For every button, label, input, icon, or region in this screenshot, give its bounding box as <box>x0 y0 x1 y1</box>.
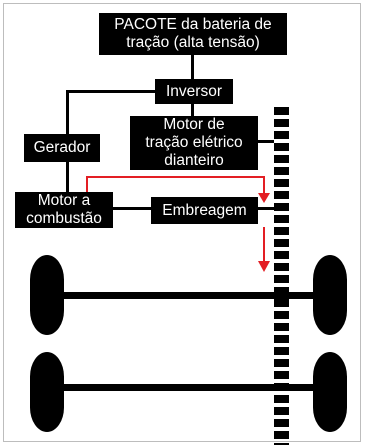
track-segment <box>274 203 289 211</box>
engine-label-line2: combustão <box>26 210 102 227</box>
generator-to-engine-line <box>66 162 69 192</box>
front-motor-label-line2: tração elétrico <box>145 134 243 151</box>
track-segment <box>274 143 289 151</box>
battery-pack-label-line1: PACOTE da bateria de <box>114 16 272 33</box>
generator-box: Gerador <box>24 134 100 162</box>
clutch-to-track-line <box>258 207 274 210</box>
inverter-to-generator-line <box>66 90 69 134</box>
front-motor-label-line1: Motor de <box>163 116 225 133</box>
power-flow-arrowhead-upper <box>258 193 270 203</box>
track-segment <box>274 155 289 163</box>
engine-to-clutch-line <box>113 207 151 210</box>
drive-shaft-track <box>274 107 289 445</box>
inverter-left-branch-line <box>66 90 156 93</box>
power-flow-line-right <box>263 176 265 196</box>
battery-pack-box: PACOTE da bateria de tração (alta tensão… <box>99 13 287 55</box>
inverter-label: Inversor <box>166 82 222 100</box>
track-segment <box>274 119 289 127</box>
track-segment <box>274 191 289 199</box>
track-segment <box>274 227 289 235</box>
track-segment <box>274 179 289 187</box>
track-segment <box>274 371 289 379</box>
power-flow-line-left <box>86 176 88 192</box>
clutch-label: Embreagem <box>162 201 247 219</box>
track-segment <box>274 323 289 331</box>
diagram-frame <box>3 3 361 442</box>
generator-label: Gerador <box>33 139 91 156</box>
track-segment <box>274 239 289 247</box>
engine-label-line1: Motor a <box>37 192 91 209</box>
track-segment <box>274 395 289 403</box>
power-flow-line-top <box>86 176 264 178</box>
power-flow-arrowhead-lower <box>258 261 270 272</box>
front-right-wheel <box>313 255 347 335</box>
track-segment <box>274 263 289 271</box>
track-segment <box>274 167 289 175</box>
clutch-box: Embreagem <box>151 197 258 224</box>
combustion-engine-box: Motor a combustão <box>15 192 113 228</box>
track-segment <box>274 107 289 115</box>
front-motor-label-line3: dianteiro <box>164 152 224 169</box>
track-segment <box>274 359 289 367</box>
track-segment <box>274 299 289 307</box>
track-segment <box>274 347 289 355</box>
track-segment <box>274 287 289 295</box>
front-traction-motor-box: Motor de tração elétrico dianteiro <box>130 116 258 170</box>
track-segment <box>274 443 289 445</box>
inverter-box: Inversor <box>155 79 233 104</box>
track-segment <box>274 275 289 283</box>
battery-pack-label-line2: tração (alta tensão) <box>126 34 260 51</box>
rear-right-wheel <box>313 352 347 432</box>
track-segment <box>274 407 289 415</box>
inverter-to-front-motor-line <box>191 104 194 116</box>
track-segment <box>274 431 289 439</box>
power-flow-line-lower <box>263 227 265 263</box>
front-motor-to-track-line <box>258 140 274 143</box>
track-segment <box>274 215 289 223</box>
track-segment <box>274 131 289 139</box>
front-axle <box>55 292 327 299</box>
front-left-wheel <box>30 255 64 335</box>
track-segment <box>274 335 289 343</box>
track-segment <box>274 419 289 427</box>
battery-to-inverter-line <box>191 55 194 79</box>
rear-axle <box>55 384 327 391</box>
track-segment <box>274 251 289 259</box>
rear-left-wheel <box>30 352 64 432</box>
track-segment <box>274 311 289 319</box>
